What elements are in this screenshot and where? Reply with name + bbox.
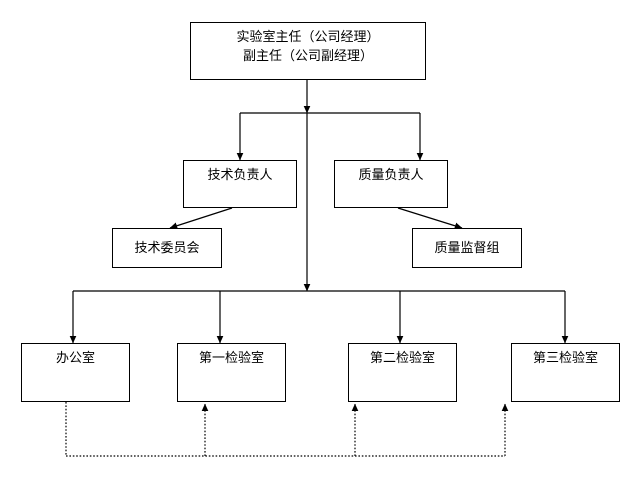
connector-quality-lead-to-supervision <box>397 207 463 230</box>
node-lab-3[interactable]: 第三检验室 <box>511 343 620 402</box>
node-director[interactable]: 实验室主任（公司经理） 副主任（公司副经理） <box>190 22 426 80</box>
node-technical-committee[interactable]: 技术委员会 <box>112 228 222 268</box>
node-office[interactable]: 办公室 <box>21 343 130 402</box>
node-technical-committee-label: 技术委员会 <box>134 240 200 256</box>
node-technical-lead[interactable]: 技术负责人 <box>183 160 297 208</box>
node-quality-lead[interactable]: 质量负责人 <box>334 160 448 208</box>
node-office-label: 办公室 <box>55 351 95 366</box>
node-lab-1[interactable]: 第一检验室 <box>177 343 286 402</box>
node-lab-2[interactable]: 第二检验室 <box>348 343 457 402</box>
node-quality-lead-label: 质量负责人 <box>358 168 424 183</box>
node-director-label: 副主任（公司副经理） <box>242 49 373 64</box>
node-lab-3-label: 第三检验室 <box>532 351 598 366</box>
node-quality-supervision-group[interactable]: 质量监督组 <box>412 228 522 268</box>
node-technical-lead-label: 技术负责人 <box>207 168 273 183</box>
node-lab-1-label: 第一检验室 <box>198 351 264 366</box>
node-director-label: 实验室主任（公司经理） <box>236 30 380 45</box>
node-quality-supervision-group-label: 质量监督组 <box>434 240 500 256</box>
node-lab-2-label: 第二检验室 <box>369 351 435 366</box>
connector-technical-lead-to-committee <box>169 207 233 230</box>
